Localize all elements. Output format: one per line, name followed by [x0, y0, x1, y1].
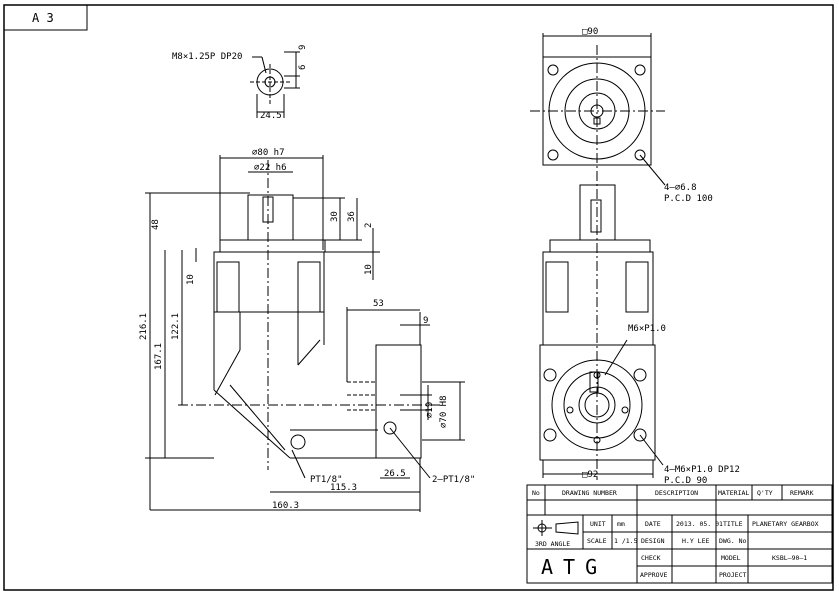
- sheet-border: [3, 4, 834, 591]
- holes-m6-label: 4–M6×P1.0 DP12: [664, 465, 740, 475]
- dim-48: 48: [151, 219, 161, 230]
- tb-design-label: DESIGN: [641, 537, 665, 545]
- dim-24-5: 24.5: [260, 111, 282, 121]
- front-view-side: [539, 184, 664, 478]
- pcd-90-label: P.C.D 90: [664, 476, 707, 486]
- pt-left-label: PT1/8": [310, 475, 343, 485]
- thread-label: M8×1.25P DP20: [172, 52, 242, 62]
- dim-10-left: 10: [186, 274, 196, 285]
- tb-date-label: DATE: [645, 520, 661, 528]
- dim-70: ⌀70 H8: [439, 395, 449, 428]
- tb-description: DESCRIPTION: [655, 489, 698, 497]
- square-92-label: □92: [582, 470, 598, 480]
- side-view: [145, 155, 465, 512]
- tb-title-label: TITLE: [723, 520, 743, 528]
- pt-right-label: 2–PT1/8": [432, 475, 475, 485]
- pcd-100-label: P.C.D 100: [664, 194, 713, 204]
- dim-6: 6: [298, 65, 308, 70]
- tb-design-value: H.Y LEE: [682, 537, 709, 545]
- dim-160-3: 160.3: [272, 501, 299, 511]
- dim-2: 2: [364, 223, 374, 228]
- tb-qty: Q'TY: [757, 489, 773, 497]
- dim-9: 9: [298, 45, 308, 50]
- tb-drawing-number: DRAWING NUMBER: [562, 489, 617, 497]
- sheet-size-label: A 3: [32, 11, 54, 25]
- tb-model-label: MODEL: [721, 554, 741, 562]
- dim-9-side: 9: [423, 316, 428, 326]
- dim-122-1: 122.1: [171, 313, 181, 340]
- tb-check-label: CHECK: [641, 554, 661, 562]
- dim-26-5: 26.5: [384, 469, 406, 479]
- holes-label: 4–⌀6.8: [664, 183, 697, 193]
- tb-unit-label: UNIT: [590, 520, 606, 528]
- front-view-top: [530, 33, 666, 480]
- dim-10-right: 10: [364, 264, 374, 275]
- dim-30: 30: [330, 211, 340, 222]
- tb-scale-value: 1 /1.5: [614, 537, 638, 545]
- shaft-end-detail: [250, 51, 300, 118]
- dim-53: 53: [373, 299, 384, 309]
- sheet-size-box: [3, 4, 88, 31]
- company-logo: ATG: [541, 555, 607, 579]
- tb-projection: 3RD ANGLE: [535, 540, 570, 548]
- dim-115-3: 115.3: [330, 483, 357, 493]
- key-dia-label: ⌀22 h6: [254, 163, 287, 173]
- m6-label: M6×P1.0: [628, 324, 666, 334]
- square-90-label: □90: [582, 27, 598, 37]
- dim-216-1: 216.1: [139, 313, 149, 340]
- tb-remark: REMARK: [790, 489, 814, 497]
- dim-36: 36: [347, 211, 357, 222]
- tb-title-value: PLANETARY GEARBOX: [752, 520, 819, 528]
- shaft-dia-label: ⌀80 h7: [252, 148, 285, 158]
- tb-model-value: KSBL–90–1: [772, 554, 807, 562]
- tb-no: No: [532, 489, 540, 497]
- tb-project-label: PROJECT: [719, 571, 746, 579]
- tb-scale-label: SCALE: [587, 537, 607, 545]
- dim-19: ⌀19: [425, 402, 435, 418]
- tb-unit-value: mm: [617, 520, 625, 528]
- tb-material: MATERIAL: [718, 489, 749, 497]
- tb-dwg-label: DWG. No: [719, 537, 746, 545]
- tb-date-value: 2013. 05. 01: [676, 520, 723, 528]
- title-block: [526, 484, 833, 584]
- dim-167-1: 167.1: [154, 343, 164, 370]
- tb-approve-label: APPROVE: [640, 571, 667, 579]
